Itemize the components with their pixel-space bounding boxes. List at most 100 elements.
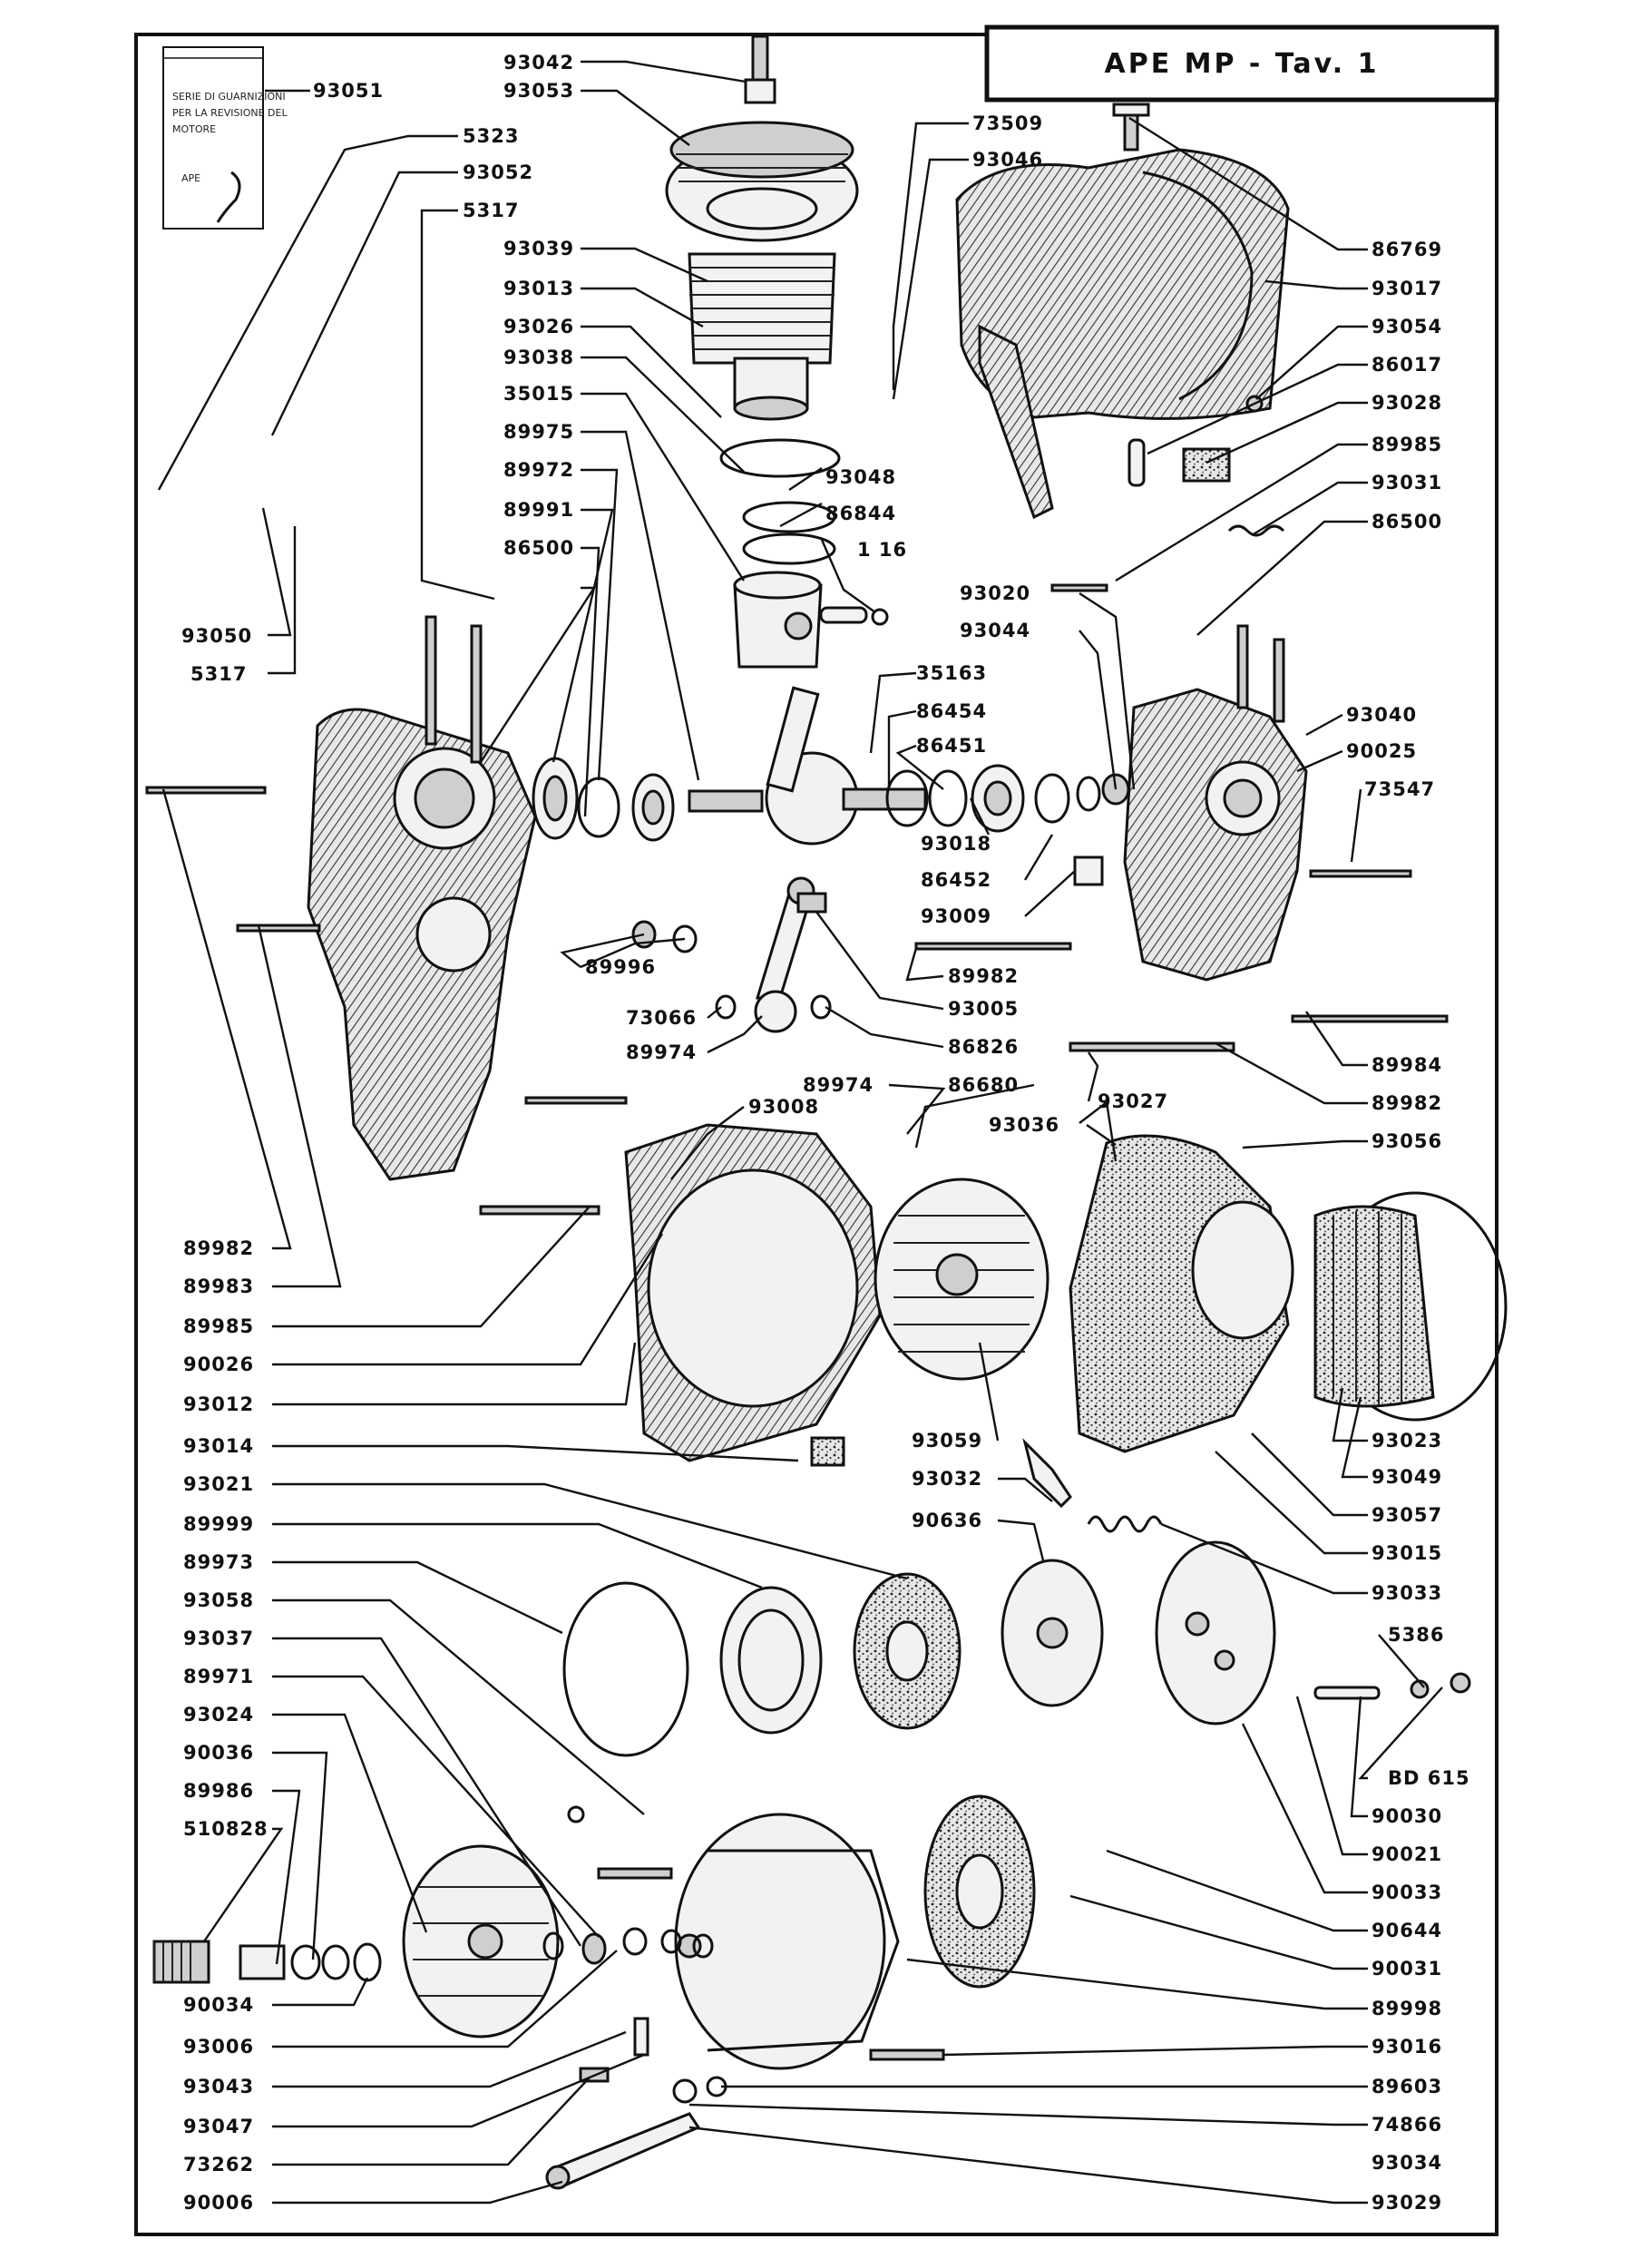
label-93024: 93024 bbox=[183, 1704, 254, 1725]
label-89986: 89986 bbox=[183, 1780, 254, 1802]
label-86500-right: 86500 bbox=[1372, 511, 1442, 533]
label-93027: 93027 bbox=[1098, 1090, 1168, 1112]
clutch-drum bbox=[402, 1794, 1036, 2038]
flywheel-housing bbox=[624, 1123, 882, 1467]
label-93005: 93005 bbox=[948, 998, 1019, 1020]
label-93044: 93044 bbox=[960, 620, 1030, 641]
label-74866: 74866 bbox=[1372, 2114, 1442, 2136]
label-93029: 93029 bbox=[1372, 2192, 1442, 2214]
label-86826: 86826 bbox=[948, 1036, 1019, 1058]
label-bd615: BD 615 bbox=[1388, 1767, 1470, 1789]
clutch-washers bbox=[542, 1805, 714, 1965]
label-73509: 73509 bbox=[972, 112, 1043, 134]
label-93015: 93015 bbox=[1372, 1542, 1442, 1564]
label-90033: 90033 bbox=[1372, 1882, 1442, 1903]
label-73547: 73547 bbox=[1364, 778, 1435, 800]
label-93021: 93021 bbox=[183, 1473, 254, 1495]
label-89982-right: 89982 bbox=[1372, 1092, 1442, 1114]
label-90031: 90031 bbox=[1372, 1958, 1442, 1980]
label-73066: 73066 bbox=[626, 1007, 697, 1029]
label-90036: 90036 bbox=[183, 1742, 254, 1764]
label-93046: 93046 bbox=[972, 149, 1043, 171]
label-90025: 90025 bbox=[1346, 740, 1417, 762]
label-93016: 93016 bbox=[1372, 2036, 1442, 2058]
label-93056: 93056 bbox=[1372, 1130, 1442, 1152]
label-90636: 90636 bbox=[912, 1510, 982, 1531]
springs bbox=[1022, 1438, 1163, 1533]
cylinder-head bbox=[665, 121, 859, 242]
label-86769: 86769 bbox=[1372, 239, 1442, 260]
label-86452: 86452 bbox=[921, 869, 991, 891]
label-5386: 5386 bbox=[1388, 1624, 1444, 1646]
label-93009: 93009 bbox=[921, 905, 991, 927]
label-93012: 93012 bbox=[183, 1393, 254, 1415]
clutch-assembly bbox=[562, 1540, 1471, 1757]
part-number-labels: 93051 93042 93053 5323 93052 5317 93039 … bbox=[181, 52, 1470, 2214]
label-90030: 90030 bbox=[1372, 1805, 1442, 1827]
label-93013: 93013 bbox=[503, 278, 574, 299]
label-93008: 93008 bbox=[748, 1096, 819, 1118]
label-89974-left: 89974 bbox=[626, 1041, 697, 1063]
label-93057: 93057 bbox=[1372, 1504, 1442, 1526]
label-93048: 93048 bbox=[825, 466, 896, 488]
label-93028: 93028 bbox=[1372, 392, 1442, 414]
leader-lines bbox=[157, 60, 1443, 2204]
cylinder bbox=[688, 252, 836, 421]
kickstart-lever bbox=[545, 2017, 727, 2190]
label-89973: 89973 bbox=[183, 1551, 254, 1573]
drive-gear bbox=[152, 1940, 382, 1984]
label-93018: 93018 bbox=[921, 833, 991, 855]
label-93032: 93032 bbox=[912, 1468, 982, 1490]
label-89996: 89996 bbox=[585, 956, 656, 978]
label-89985-top: 89985 bbox=[1372, 434, 1442, 455]
crankshaft bbox=[688, 686, 927, 846]
label-93052: 93052 bbox=[463, 161, 533, 183]
studs-bolts bbox=[145, 583, 1449, 1216]
label-93023: 93023 bbox=[1372, 1430, 1442, 1452]
label-89982-mid: 89982 bbox=[948, 965, 1019, 987]
label-93026: 93026 bbox=[503, 316, 574, 337]
flywheel bbox=[874, 1178, 1049, 1381]
label-89974-right: 89974 bbox=[803, 1074, 874, 1096]
main-bearings-left bbox=[532, 757, 675, 842]
label-86017: 86017 bbox=[1372, 354, 1442, 376]
connecting-rod bbox=[754, 876, 827, 1033]
page-title: APE MP - Tav. 1 bbox=[1105, 48, 1380, 80]
bag-line-2: PER LA REVISIONE DEL bbox=[172, 107, 288, 119]
label-5317-top: 5317 bbox=[463, 200, 519, 221]
label-93039: 93039 bbox=[503, 238, 574, 259]
crankcase-left bbox=[307, 615, 537, 1181]
label-93051: 93051 bbox=[313, 80, 384, 102]
spark-plug bbox=[744, 34, 776, 104]
label-89971: 89971 bbox=[183, 1666, 254, 1687]
label-93017: 93017 bbox=[1372, 278, 1442, 299]
label-86500-left: 86500 bbox=[503, 537, 574, 559]
title-box: APE MP - Tav. 1 bbox=[984, 24, 1499, 103]
label-90026: 90026 bbox=[183, 1354, 254, 1375]
label-89972: 89972 bbox=[503, 459, 574, 481]
label-93042: 93042 bbox=[503, 52, 574, 73]
gasket-kit-bag: SERIE DI GUARNIZIONI PER LA REVISIONE DE… bbox=[162, 46, 288, 230]
label-89983: 89983 bbox=[183, 1276, 254, 1297]
clutch-cover bbox=[597, 1813, 945, 2070]
piston-pin bbox=[819, 606, 889, 626]
label-93037: 93037 bbox=[183, 1628, 254, 1649]
label-89984: 89984 bbox=[1372, 1054, 1442, 1076]
label-89982-left: 89982 bbox=[183, 1237, 254, 1259]
bag-line-1: SERIE DI GUARNIZIONI bbox=[172, 91, 286, 103]
label-93033: 93033 bbox=[1372, 1582, 1442, 1604]
piston bbox=[733, 571, 823, 669]
label-93047: 93047 bbox=[183, 2116, 254, 2137]
label-93058: 93058 bbox=[183, 1589, 254, 1611]
main-bearings-right bbox=[885, 764, 1130, 833]
page-frame bbox=[134, 33, 1498, 2236]
crankcase-right bbox=[1073, 624, 1308, 982]
label-35015: 35015 bbox=[503, 383, 574, 405]
label-93043: 93043 bbox=[183, 2076, 254, 2097]
washers-center bbox=[631, 920, 832, 1020]
label-86844: 86844 bbox=[825, 503, 896, 524]
label-93059: 93059 bbox=[912, 1430, 982, 1452]
label-93034: 93034 bbox=[1372, 2152, 1442, 2174]
bag-line-3: MOTORE bbox=[172, 123, 216, 135]
